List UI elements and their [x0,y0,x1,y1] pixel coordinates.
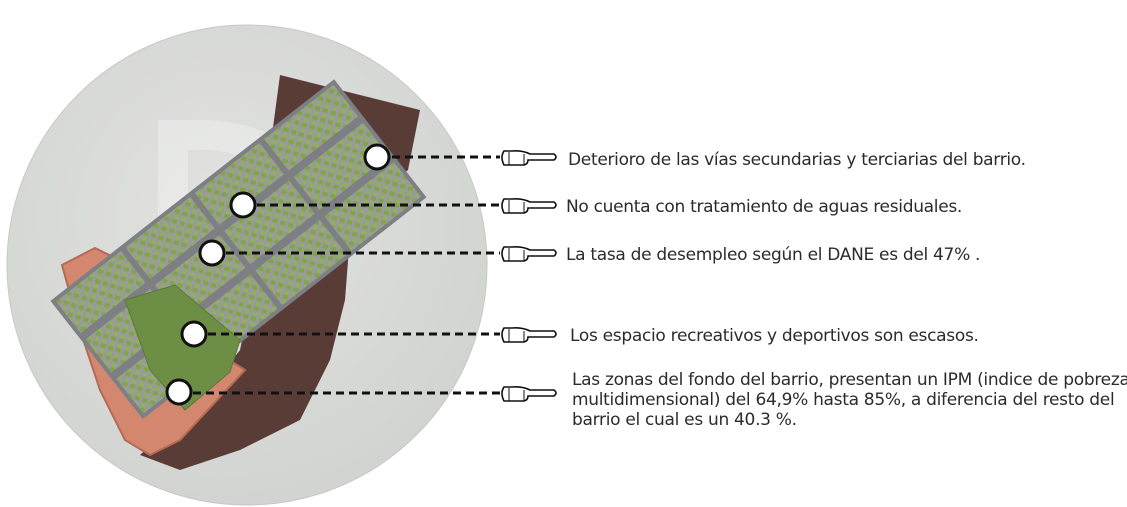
pointing-hand-icon [501,327,557,343]
annotation-roads: Deterioro de las vías secundarias y terc… [568,150,1026,170]
pointing-hand-icon [501,198,557,214]
pointing-hand-icon [501,386,557,402]
annotation-unemployment: La tasa de desempleo según el DANE es de… [566,245,981,265]
annotation-recreation: Los espacio recreativos y deportivos son… [570,326,979,346]
park-field [124,284,241,411]
marker [165,378,193,406]
annotation-wastewater: No cuenta con tratamiento de aguas resid… [566,197,963,217]
marker [229,191,257,219]
annotation-pointers [165,143,557,406]
marker [180,320,208,348]
pointing-hand-icon [501,246,557,262]
marker [198,239,226,267]
pointing-hand-icon [501,150,557,166]
marker [363,143,391,171]
annotation-poverty: Las zonas del fondo del barrio, presenta… [572,370,1127,430]
